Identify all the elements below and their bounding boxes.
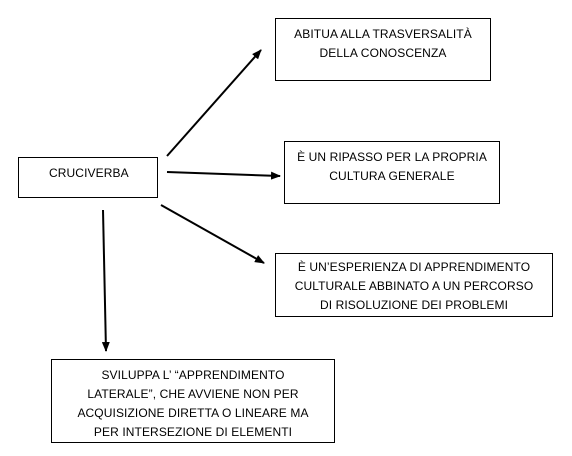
lower-node-box: È UN’ESPERIENZA DI APPRENDIMENTO CULTURA… [275, 253, 553, 317]
bottom-node-line-1: SVILUPPA L’ “APPRENDIMENTO [101, 368, 285, 382]
bottom-node-box: SVILUPPA L’ “APPRENDIMENTO LATERALE”, CH… [51, 359, 335, 443]
top-node-box: ABITUA ALLA TRASVERSALITÀ DELLA CONOSCEN… [275, 18, 491, 81]
lower-node-line-3: DI RISOLUZIONE DEI PROBLEMI [319, 298, 509, 312]
mid-node-box: È UN RIPASSO PER LA PROPRIA CULTURA GENE… [284, 141, 500, 204]
arrow-to-bottom-box [101, 209, 110, 352]
lower-node-line-2: CULTURALE ABBINATO A UN PERCORSO [294, 279, 534, 293]
center-node-box: CRUCIVERBA [18, 157, 158, 198]
mid-node-line-2: CULTURA GENERALE [329, 169, 455, 183]
bottom-node-line-3: ACQUISIZIONE DIRETTA O LINEARE MA [77, 406, 309, 420]
arrow-to-top-box [166, 49, 262, 157]
top-node-line-2: DELLA CONOSCENZA [319, 46, 447, 60]
center-node-label: CRUCIVERBA [49, 166, 129, 180]
top-node-line-1: ABITUA ALLA TRASVERSALITÀ [294, 27, 472, 41]
bottom-node-line-4: PER INTERSEZIONE DI ELEMENTI [93, 425, 293, 439]
lower-node-line-1: È UN’ESPERIENZA DI APPRENDIMENTO [297, 260, 531, 274]
arrow-to-mid-box [166, 171, 281, 180]
mid-node-line-1: È UN RIPASSO PER LA PROPRIA [297, 150, 487, 164]
arrow-to-lower-box [160, 204, 265, 264]
bottom-node-line-2: LATERALE”, CHE AVVIENE NON PER [87, 387, 299, 401]
